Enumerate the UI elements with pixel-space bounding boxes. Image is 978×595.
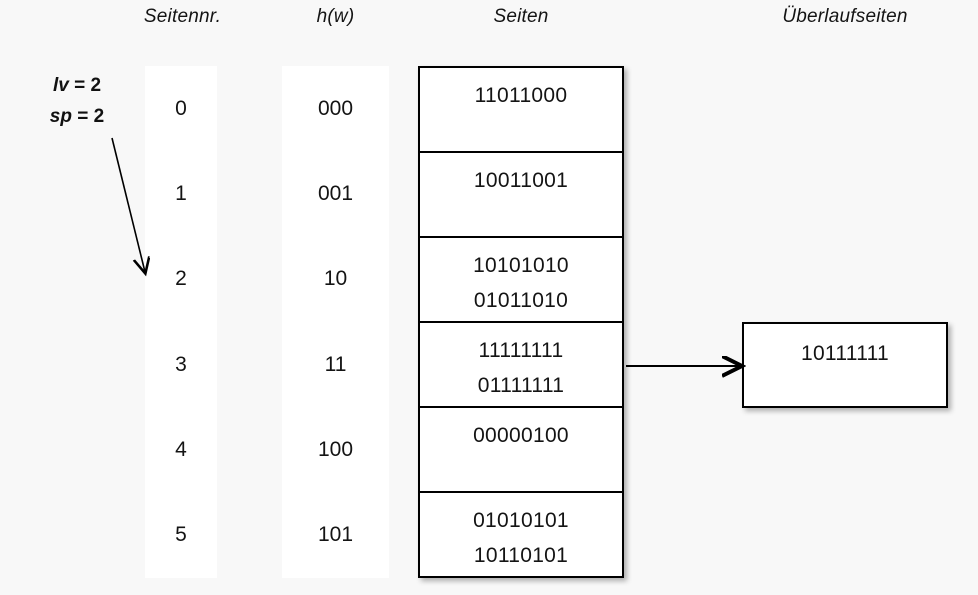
param-lv: lv = 2 [18,70,136,101]
page-row: 11111111 01111111 [420,323,622,408]
page-entry: 11111111 [478,339,564,362]
page-entry: 01111111 [477,374,565,397]
param-sp-name: sp [49,106,72,127]
pages-box: 11011000 10011001 10101010 01011010 1111… [418,66,624,578]
page-row: 10011001 [420,153,622,238]
page-entry: 11011000 [474,84,568,107]
param-lv-name: lv [52,75,69,96]
page-row: 01010101 10110101 [420,493,622,576]
split-pointer-arrow [111,137,145,272]
hw-cell: 000 [317,96,354,120]
page-entry: 01011010 [473,289,569,312]
column-header-seiten: Seiten [493,6,549,27]
page-row: 00000100 [420,408,622,493]
seitennr-cell: 5 [175,523,187,547]
seitennr-cell: 4 [175,437,187,461]
hw-cell: 001 [317,181,354,205]
param-sp: sp = 2 [18,101,136,132]
hw-cell: 101 [317,523,354,547]
column-header-hw: h(w) [316,6,355,27]
param-sp-value: = 2 [71,106,105,127]
seitennr-cell: 1 [175,181,187,205]
page-row: 11011000 [420,68,622,153]
param-lv-value: = 2 [68,75,102,96]
page-entry: 10011001 [473,169,569,192]
hw-cell: 100 [317,437,354,461]
page-entry: 10110101 [473,544,569,567]
hw-cell: 11 [324,352,347,376]
page-entry: 10101010 [473,254,569,277]
overflow-page-box: 10111111 [742,322,948,408]
seitennr-column: 0 1 2 3 4 5 [145,66,217,578]
page-entry: 01010101 [473,509,569,532]
seitennr-cell: 3 [175,352,187,376]
hash-value-column: 000 001 10 11 100 101 [282,66,389,578]
page-entry: 00000100 [473,424,569,447]
overflow-entry: 10111111 [800,342,890,365]
hw-cell: 10 [323,267,348,291]
seitennr-cell: 2 [175,267,187,291]
column-header-ueberlaufseiten: Überlaufseiten [782,6,908,27]
seitennr-cell: 0 [175,96,187,120]
page-row: 10101010 01011010 [420,238,622,323]
column-header-seitennr: Seitennr. [143,6,222,27]
parameter-labels: lv = 2 sp = 2 [18,70,136,132]
